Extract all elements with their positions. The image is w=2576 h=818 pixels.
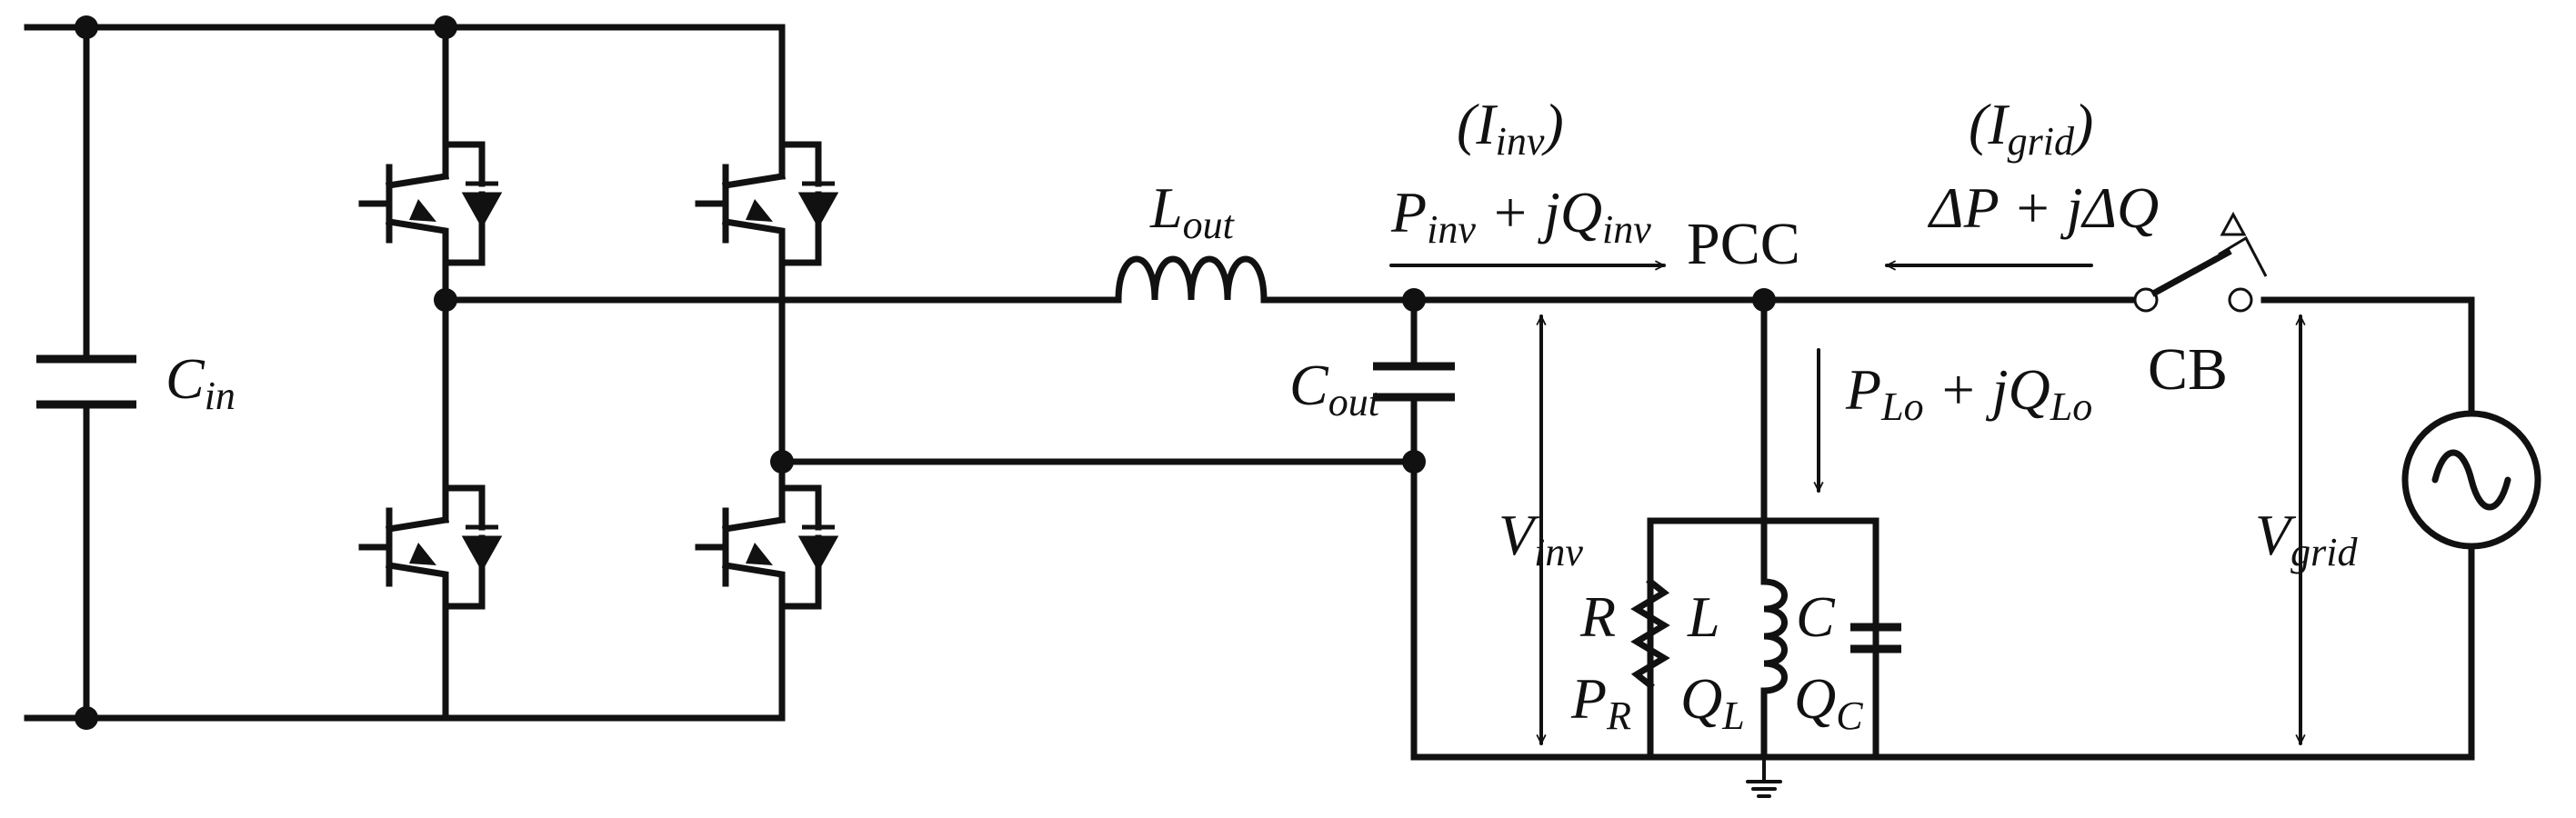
igbt-icon-bottom-left xyxy=(362,488,498,606)
l-label: L xyxy=(1687,584,1720,649)
r-label: R xyxy=(1579,584,1616,649)
load-inductor-icon xyxy=(1760,578,1788,694)
delta-pq-label: ΔP + jΔQ xyxy=(1927,175,2159,240)
c-label: C xyxy=(1796,584,1836,649)
pcc-label: PCC xyxy=(1687,211,1800,277)
junction-dots xyxy=(75,15,1776,730)
l-out-label: Lout xyxy=(1149,175,1236,247)
v-grid-label: Vgrid xyxy=(2255,503,2358,574)
i-grid-label: (Igrid) xyxy=(1969,92,2093,164)
q-c-label: QC xyxy=(1794,666,1863,738)
cb-label: CB xyxy=(2148,336,2228,403)
q-l-label: QL xyxy=(1680,666,1745,738)
ac-source-icon xyxy=(2401,410,2541,550)
ground-icon xyxy=(1746,755,1782,798)
load-capacitor-icon xyxy=(1850,623,1901,653)
p-lo-label: PLo + jQLo xyxy=(1845,357,2092,429)
p-r-label: PR xyxy=(1570,666,1631,738)
c-out-label: Cout xyxy=(1289,353,1381,424)
i-inv-label: (Iinv) xyxy=(1457,92,1564,164)
resistor-icon xyxy=(1630,577,1670,690)
c-in-label: Cin xyxy=(165,346,236,418)
p-inv-label: Pinv + jQinv xyxy=(1390,180,1651,252)
input-capacitor-icon xyxy=(36,354,136,409)
circuit-breaker-icon xyxy=(2133,211,2268,313)
igbt-icon-top-right xyxy=(698,145,835,263)
dc-bus xyxy=(24,24,786,722)
igbt-icon-bottom-right xyxy=(698,488,835,606)
v-inv-label: Vinv xyxy=(1498,503,1583,574)
igbt-icon-top-left xyxy=(362,145,498,263)
output-inductor-icon xyxy=(1115,255,1268,304)
output-capacitor-icon xyxy=(1373,296,1455,465)
arrows xyxy=(1389,265,2300,745)
rlc-load xyxy=(1630,517,1901,761)
